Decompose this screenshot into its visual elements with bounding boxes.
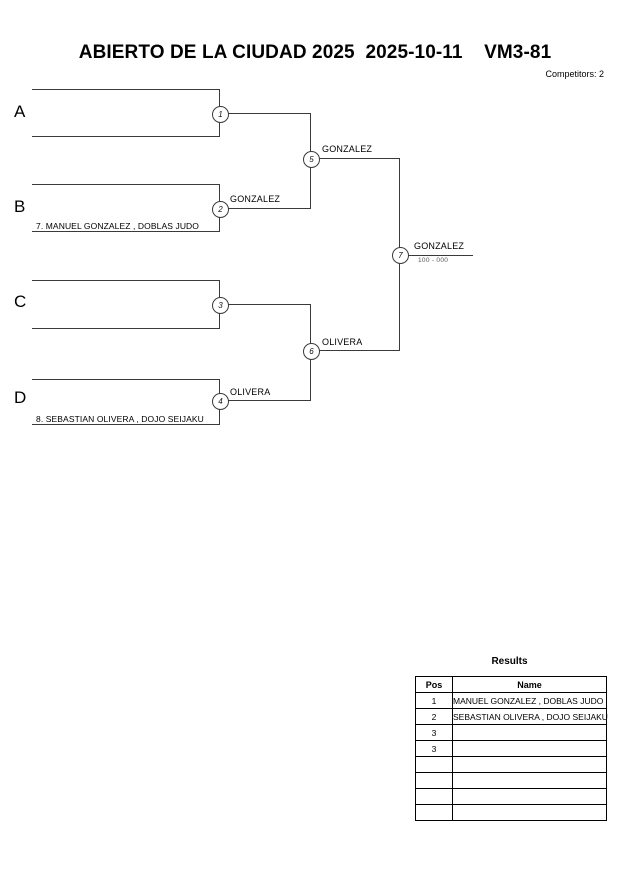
results-col-name: Name <box>452 676 607 693</box>
group-a-bottom-line <box>32 136 220 137</box>
table-row: 3 <box>415 724 607 741</box>
result-pos <box>415 756 453 773</box>
group-c-bottom-line <box>32 328 220 329</box>
result-name-text: SEBASTIAN OLIVERA , DOJO SEIJAKU <box>453 711 608 722</box>
match-6-winner: OLIVERA <box>322 337 363 347</box>
match-2-out-line <box>227 208 311 209</box>
results-header-row: Pos Name <box>415 676 607 693</box>
match-node-3[interactable]: 3 <box>212 297 229 314</box>
result-name <box>452 788 607 805</box>
match-node-5[interactable]: 5 <box>303 151 320 168</box>
entry-name-d1: 8. SEBASTIAN OLIVERA , DOJO SEIJAKU <box>36 414 204 424</box>
group-b-bottom-line <box>32 231 220 232</box>
result-name: MANUEL GONZALEZ , DOBLAS JUDO <box>452 692 607 709</box>
group-label-d: D <box>14 388 27 407</box>
result-pos: 2 <box>415 708 453 725</box>
match-node-4[interactable]: 4 <box>212 393 229 410</box>
table-row: 3 <box>415 740 607 757</box>
match-3-out-line <box>227 304 311 305</box>
match-2-winner: GONZALEZ <box>230 194 281 204</box>
match-node-2[interactable]: 2 <box>212 201 229 218</box>
group-label-a: A <box>14 102 26 121</box>
table-row: 2 SEBASTIAN OLIVERA , DOJO SEIJAKU <box>415 708 608 725</box>
result-name <box>452 804 607 821</box>
results-col-pos: Pos <box>415 676 453 693</box>
result-pos: 1 <box>415 692 453 709</box>
match-node-6[interactable]: 6 <box>303 343 320 360</box>
result-name <box>452 724 607 741</box>
result-name: SEBASTIAN OLIVERA , DOJO SEIJAKU <box>452 708 608 725</box>
match-1-out-line <box>227 113 311 114</box>
page-title: ABIERTO DE LA CIUDAD 2025 2025-10-11 VM3… <box>78 42 552 63</box>
match-node-7[interactable]: 7 <box>392 247 409 264</box>
table-row <box>415 804 607 821</box>
final-winner-name: GONZALEZ <box>414 241 465 251</box>
match-4-out-line <box>227 400 311 401</box>
result-pos <box>415 772 453 789</box>
group-d-bottom-line <box>32 424 220 425</box>
result-name <box>452 772 607 789</box>
results-title: Results <box>491 656 528 667</box>
final-score: 100 - 000 <box>418 257 449 264</box>
table-row <box>415 772 607 789</box>
group-label-c: C <box>14 292 27 311</box>
result-name <box>452 756 607 773</box>
result-name <box>452 740 607 757</box>
table-row <box>415 756 607 773</box>
result-pos <box>415 804 453 821</box>
group-label-b: B <box>14 197 26 216</box>
result-name-text: MANUEL GONZALEZ , DOBLAS JUDO <box>453 695 604 706</box>
match-5-winner: GONZALEZ <box>322 144 373 154</box>
match-node-1[interactable]: 1 <box>212 106 229 123</box>
group-b-top-line <box>32 184 220 185</box>
result-pos: 3 <box>415 724 453 741</box>
result-pos: 3 <box>415 740 453 757</box>
result-pos <box>415 788 453 805</box>
match-5-out-line <box>318 158 400 159</box>
group-d-top-line <box>32 379 220 380</box>
entry-name-b1: 7. MANUEL GONZALEZ , DOBLAS JUDO <box>36 221 200 231</box>
group-a-top-line <box>32 89 220 90</box>
table-row: 1 MANUEL GONZALEZ , DOBLAS JUDO <box>415 692 607 709</box>
competitors-count: Competitors: 2 <box>545 69 604 79</box>
match-4-winner: OLIVERA <box>230 387 271 397</box>
group-c-top-line <box>32 280 220 281</box>
final-out-line <box>407 255 473 256</box>
table-row <box>415 788 607 805</box>
match-6-out-line <box>318 350 400 351</box>
results-table: Pos Name 1 MANUEL GONZALEZ , DOBLAS JUDO… <box>415 676 608 821</box>
